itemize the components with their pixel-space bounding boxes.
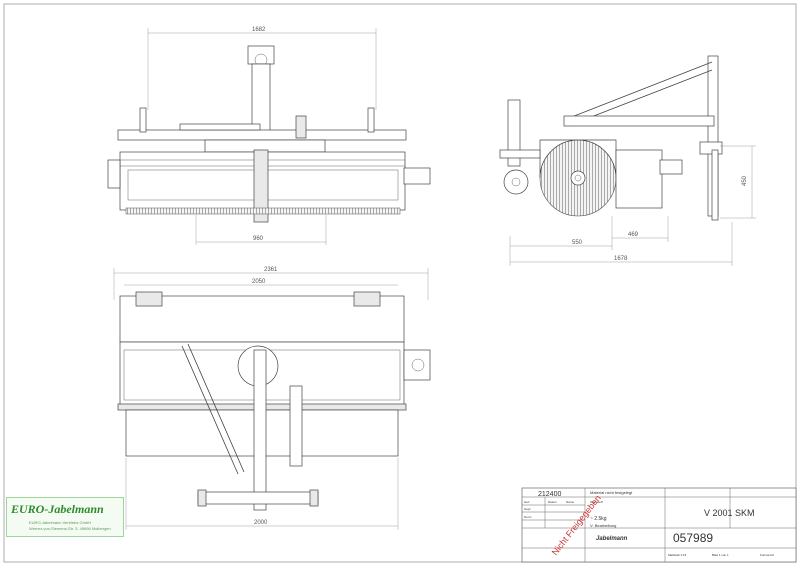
title-drawing-no: 212400 <box>538 491 561 498</box>
title-company-small: Jabelmann <box>596 536 628 542</box>
dim-side-height: 450 <box>742 175 748 186</box>
title-label-name: Name <box>566 500 574 504</box>
title-label-drawn: Gez. <box>524 500 531 504</box>
title-label-checked: Gepr. <box>524 507 532 511</box>
side-view: 450 550 469 1678 <box>499 55 756 266</box>
title-material: Material nicht festgelegt <box>590 490 633 495</box>
title-treatment: V: Bearbeitung <box>590 523 616 528</box>
title-label-norm: Norm <box>524 515 532 519</box>
dim-side-550: 550 <box>572 240 583 246</box>
title-label-format: Format A3 <box>760 553 774 557</box>
title-number: 057989 <box>673 531 713 545</box>
sheet-border <box>3 3 797 563</box>
front-view: 1682 960 <box>107 27 431 245</box>
dim-side-total: 1678 <box>614 256 628 262</box>
company-logo: EURO-Jabelmann EURO-Jabelmann Vertriebs … <box>6 497 124 537</box>
dim-side-469: 469 <box>628 232 639 238</box>
logo-address-line-1: EURO-Jabelmann Vertriebs GmbH <box>29 520 92 525</box>
logo-name: EURO-Jabelmann <box>11 502 104 516</box>
dim-top-overall: 2361 <box>264 267 278 273</box>
dim-front-inner: 960 <box>253 236 264 242</box>
title-label-date: Datum <box>548 500 557 504</box>
dim-front-width: 1682 <box>252 27 266 33</box>
title-block: 212400 Gez. Gepr. Norm Datum Name Materi… <box>521 487 797 563</box>
title-label-scale: Maßstab 1:15 <box>668 553 687 557</box>
dim-top-bottom: 2000 <box>254 520 268 526</box>
dim-top-inner: 2050 <box>252 279 266 285</box>
title-label-sheet: Blatt 1 von 1 <box>712 553 729 557</box>
title-label-werkstoff: Werkstoff <box>590 500 603 504</box>
title-weight: ~ 2.5kg <box>590 516 607 522</box>
title-model: V 2001 SKM <box>704 508 755 518</box>
top-view: 2361 2050 2000 <box>113 267 431 530</box>
logo-address-line-2: Werner-von-Siemens-Str. 3, 49696 Molberg… <box>29 526 111 531</box>
front-brush <box>125 207 401 215</box>
